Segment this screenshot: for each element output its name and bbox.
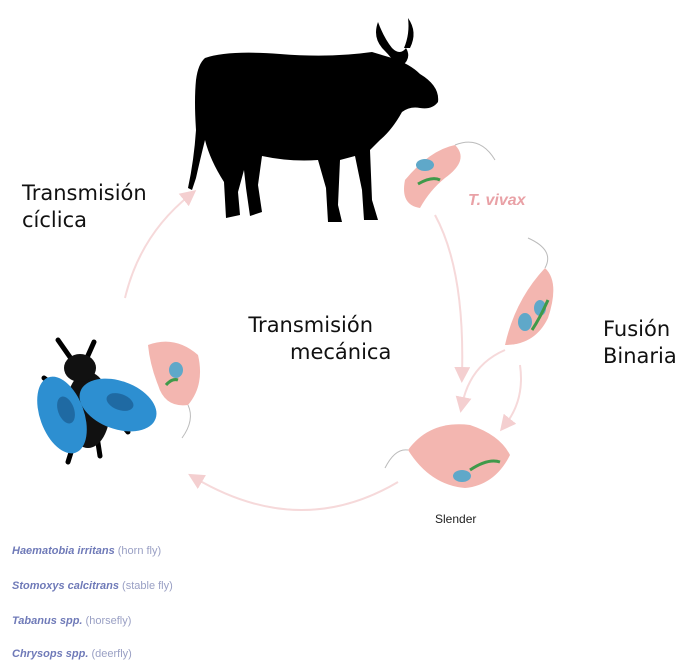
vector-list-item: Tabanus spp. (horsefly) — [12, 614, 131, 628]
cyclic-label-line1: Transmisión — [22, 180, 147, 207]
vector-common-name: (stable fly) — [119, 580, 173, 592]
binary-fission-label: Fusión Binaria — [603, 316, 677, 370]
species-label: T. vivax — [468, 192, 526, 210]
vector-list-item: Stomoxys calcitrans (stable fly) — [12, 579, 173, 593]
fission-arrow-2 — [505, 365, 521, 425]
cow-silhouette-icon — [188, 18, 438, 222]
cycle-arrow-bottom — [195, 478, 398, 510]
trypanosome-slender — [385, 424, 510, 488]
vector-common-name: (horsefly) — [83, 615, 132, 627]
fission-arrow-1 — [462, 350, 505, 405]
cyclic-transmission-label: Transmisión cíclica — [22, 180, 147, 234]
fission-label-line1: Fusión — [603, 316, 677, 343]
vector-list-item: Chrysops spp. (deerfly) — [12, 647, 132, 661]
vector-common-name: (deerfly) — [88, 648, 131, 660]
mechanical-label-line1: Transmisión — [230, 312, 391, 339]
fission-label-line2: Binaria — [603, 343, 677, 370]
mechanical-label-line2: mecánica — [230, 339, 391, 366]
vector-common-name: (horn fly) — [115, 545, 161, 557]
vector-species-name: Haematobia irritans — [12, 545, 115, 557]
mechanical-transmission-label: Transmisión mecánica — [230, 312, 391, 366]
cyclic-label-line2: cíclica — [22, 207, 147, 234]
trypanosome-fission — [505, 238, 553, 345]
stage-label: Slender — [435, 512, 476, 526]
vector-species-name: Chrysops spp. — [12, 648, 88, 660]
cycle-arrow-right — [435, 215, 462, 375]
fly-icon — [28, 340, 164, 462]
vector-list-item: Haematobia irritans (horn fly) — [12, 544, 161, 558]
vector-species-name: Tabanus spp. — [12, 615, 83, 627]
vector-species-name: Stomoxys calcitrans — [12, 580, 119, 592]
trypanosome-fly — [148, 342, 200, 438]
